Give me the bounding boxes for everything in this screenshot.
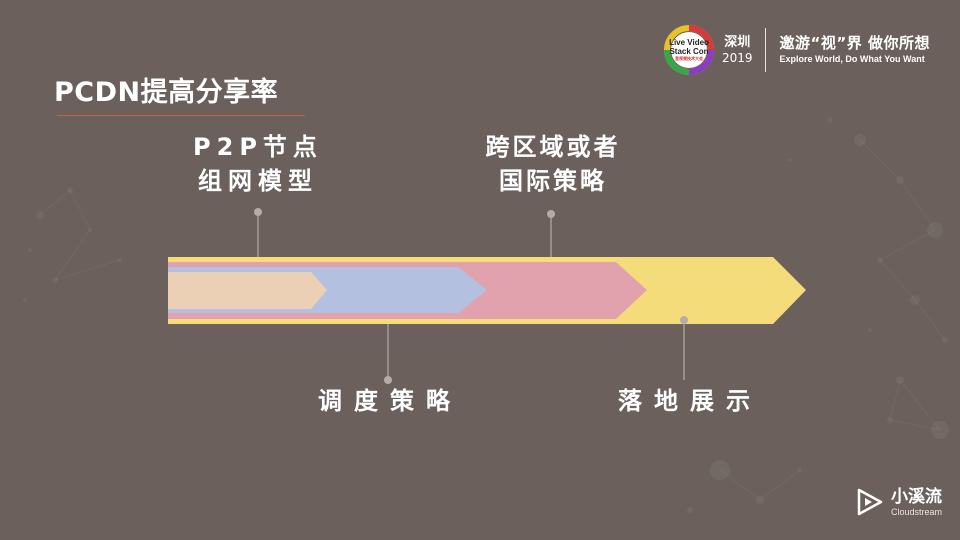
arrow-stage-1 [168, 272, 327, 309]
stage-1-label: P2P节点 组网模型 [160, 130, 356, 198]
play-icon [857, 488, 883, 516]
stage-4-label: 落地展示 [618, 387, 762, 415]
slide-title: PCDN提高分享率 [54, 77, 279, 108]
slogan: 邀游“视”界 做你所想 Explore World, Do What You W… [780, 34, 930, 66]
event-location: 深圳 2019 [722, 35, 753, 65]
stage-2-label: 调度策略 [318, 387, 462, 415]
stage-1-label-line-1: P2P节点 [193, 133, 323, 161]
logo-subtitle: 音视频技术大会 [675, 56, 703, 61]
brand-logo: 小溪流 Cloudstream [853, 486, 942, 518]
brand-name-chinese: 小溪流 [890, 486, 942, 507]
stage-3-label-line-1: 跨区域或者 [485, 133, 621, 161]
connector-dot-stage-3 [547, 210, 555, 218]
stage-3-label: 跨区域或者 国际策略 [455, 130, 651, 198]
conference-header: Live Video Stack Con 音视频技术大会 深圳 2019 邀游“… [664, 22, 930, 78]
stage-3-label-line-2: 国际策略 [499, 167, 607, 195]
connector-dot-stage-1 [254, 208, 262, 216]
connector-dot-stage-2 [384, 376, 392, 384]
slogan-chinese: 邀游“视”界 做你所想 [779, 34, 930, 52]
header-divider [764, 28, 766, 72]
title-underline [57, 115, 305, 116]
conference-logo: Live Video Stack Con 音视频技术大会 [664, 25, 714, 75]
brand-name-english: Cloudstream [890, 506, 942, 517]
logo-line-2: Stack Con [669, 47, 709, 56]
event-city: 深圳 [724, 35, 751, 50]
event-year: 2019 [722, 51, 753, 65]
stage-1-label-line-2: 组网模型 [198, 167, 318, 195]
logo-line-1: Live Video [669, 38, 709, 47]
connector-dot-stage-4 [680, 316, 688, 324]
slogan-english: Explore World, Do What You Want [779, 54, 925, 64]
